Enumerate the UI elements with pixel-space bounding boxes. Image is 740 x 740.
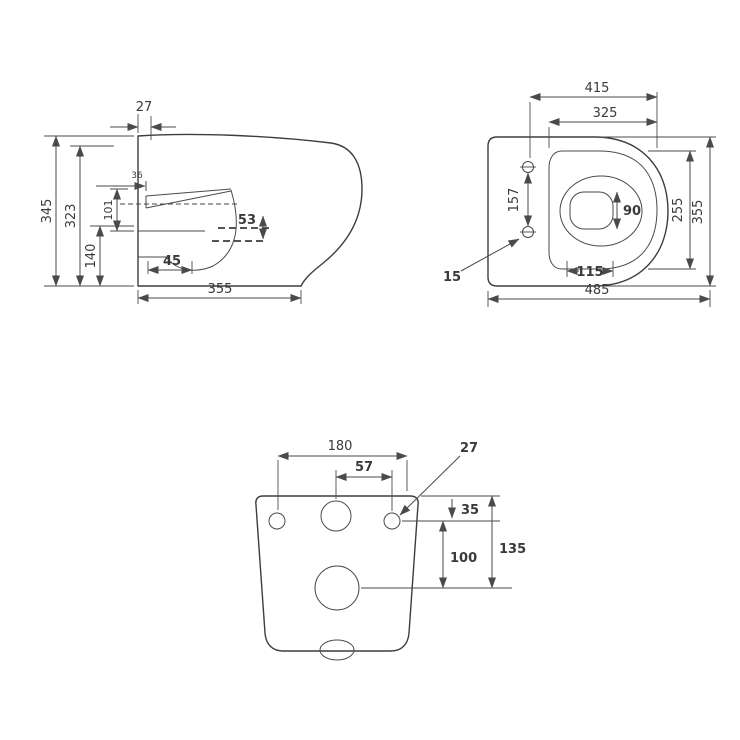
dim-side-27: 27	[136, 100, 153, 115]
dim-rear-100: 100	[450, 551, 477, 566]
water-inlet-hole	[320, 500, 352, 532]
dim-side-140: 140	[84, 244, 99, 269]
dim-top-415: 415	[585, 81, 610, 96]
top-view-outline	[487, 136, 669, 287]
outlet-ellipse	[319, 639, 355, 661]
side-view: 27 345 323 140 101 36 53 45 35	[40, 100, 363, 304]
dim-top-90: 90	[623, 204, 641, 219]
dim-top-355: 355	[691, 200, 706, 225]
dim-side-45: 45	[163, 254, 181, 269]
side-view-outline	[137, 133, 363, 287]
rim-line-upper	[145, 188, 232, 197]
dim-side-323: 323	[64, 204, 79, 229]
dim-side-355: 355	[208, 282, 233, 297]
dim-rear-135: 135	[499, 542, 526, 557]
dim-rear-57: 57	[355, 460, 373, 475]
rear-view: 180 57 27 35 100 135	[255, 439, 526, 661]
dim-top-157: 157	[507, 188, 522, 213]
seat-outline	[548, 150, 658, 270]
drain-hole	[314, 565, 360, 611]
dim-side-36: 36	[131, 171, 143, 181]
fixing-hole-right	[383, 512, 401, 530]
rear-view-outline	[255, 495, 419, 652]
rim-line-lower	[145, 190, 232, 209]
dim-rear-35: 35	[461, 503, 479, 518]
dim-top-255: 255	[671, 198, 686, 223]
dim-top-115: 115	[576, 265, 603, 280]
bowl-opening	[559, 175, 643, 247]
dim-side-345: 345	[40, 199, 55, 224]
top-view: 157 415 325 90 255 355 15 115	[443, 81, 716, 307]
dim-rear-27: 27	[460, 441, 478, 456]
dim-rear-180: 180	[328, 439, 353, 454]
dim-top-15: 15	[443, 270, 461, 285]
water-surface	[569, 191, 614, 230]
dim-top-485: 485	[585, 283, 610, 298]
fixing-hole-left	[268, 512, 286, 530]
dim-top-325: 325	[593, 106, 618, 121]
leader-arrow	[460, 238, 520, 272]
dim-side-53: 53	[238, 213, 256, 228]
leader-arrow	[399, 455, 461, 516]
dim-side-101: 101	[102, 200, 115, 221]
